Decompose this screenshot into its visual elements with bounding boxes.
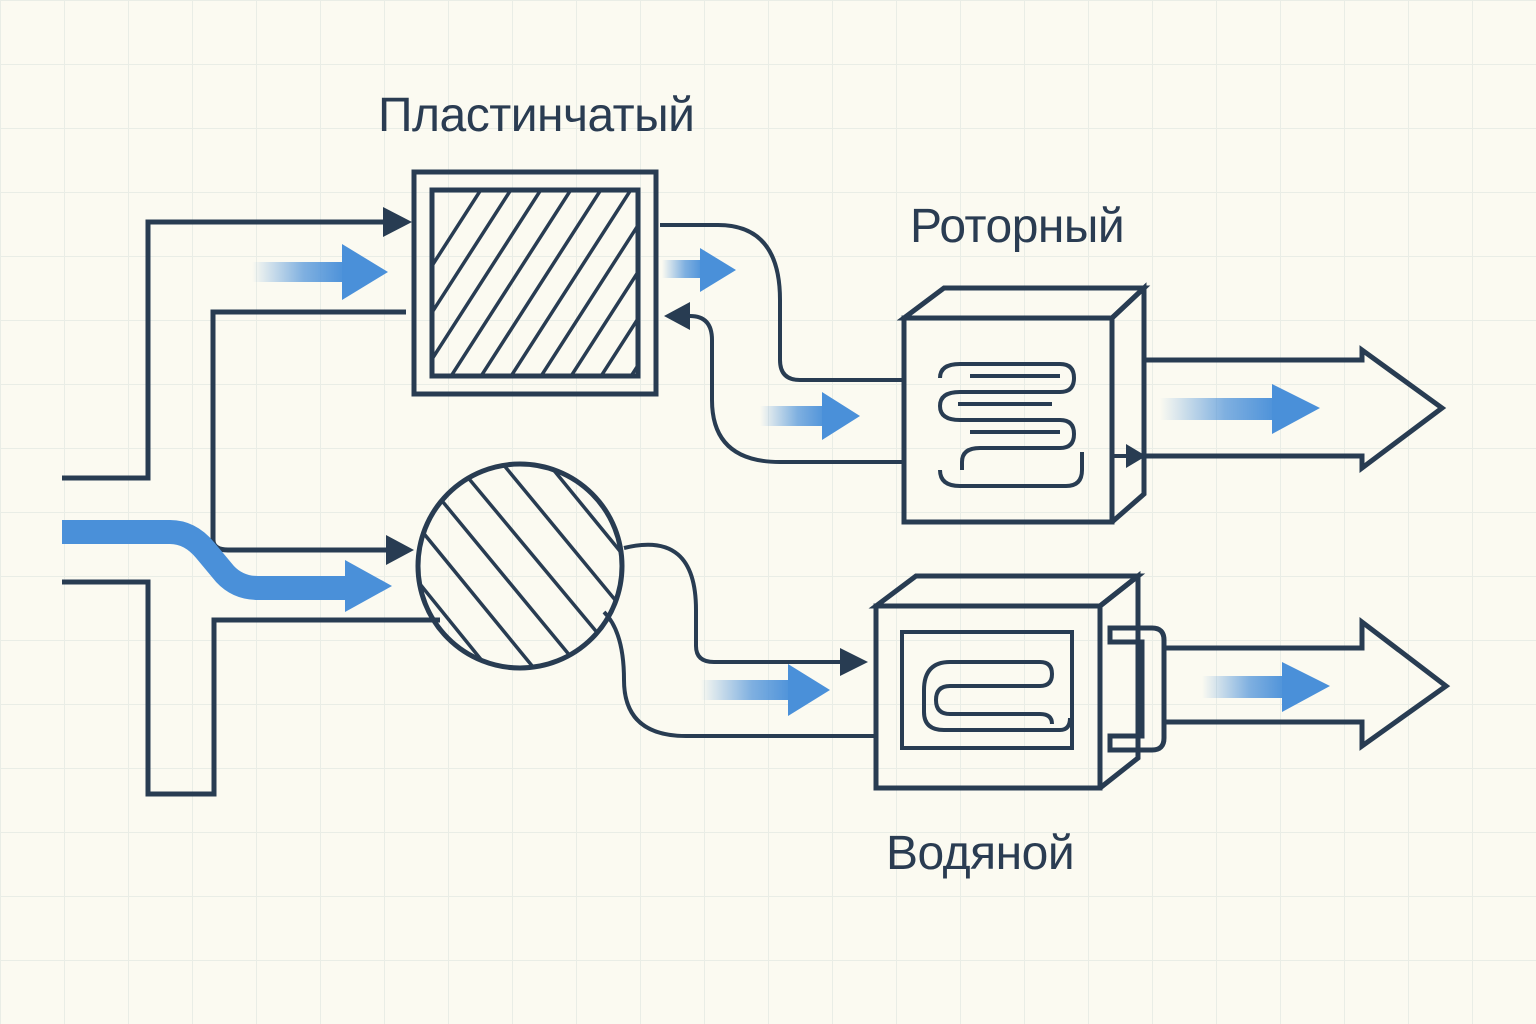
rotor-exchanger-label: Роторный	[910, 200, 1125, 253]
water-unit-icon	[868, 570, 1167, 791]
water-exchanger-label: Водяной	[886, 827, 1075, 880]
supply-duct	[62, 219, 440, 797]
water-outlet-arrow	[1164, 616, 1451, 751]
airflow-arrow-plate-out	[662, 248, 736, 292]
inlet-airflow	[62, 520, 352, 600]
rotor-unit-icon	[896, 282, 1151, 525]
rotor-outlet-arrow	[1110, 345, 1447, 473]
plate-exchanger-icon	[411, 169, 659, 397]
airflow-arrow-plate-in	[252, 244, 388, 300]
inlet-airflow-arrow	[345, 560, 392, 612]
airflow-arrow-water-in	[700, 664, 830, 716]
plate-exchanger-label: Пластинчатый	[378, 89, 695, 142]
airflow-arrow-rotor-in	[760, 392, 860, 440]
duct-arrowheads	[383, 207, 414, 565]
